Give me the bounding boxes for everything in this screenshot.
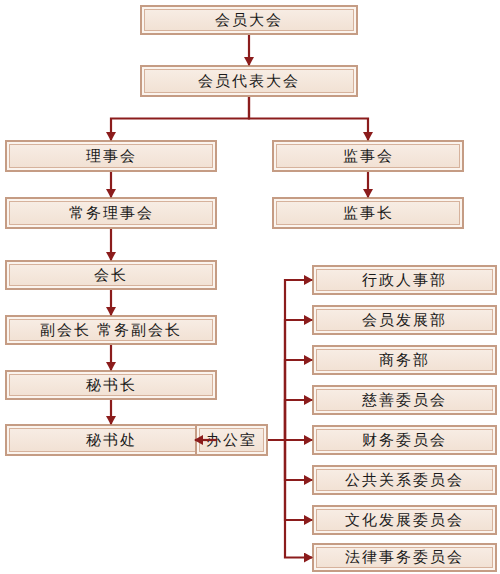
- org-box: 会长: [5, 260, 217, 290]
- box-label: 法律事务委员会: [345, 549, 464, 566]
- box-label: 秘书长: [86, 377, 137, 394]
- org-box: 法律事务委员会: [312, 543, 497, 572]
- box-label: 副会长 常务副会长: [40, 322, 182, 339]
- org-box: 文化发展委员会: [312, 505, 497, 535]
- org-box: 常务理事会: [5, 197, 217, 229]
- box-label: 会长: [94, 267, 128, 284]
- arrow-connector: [110, 345, 112, 370]
- arrow-connector: [195, 439, 217, 441]
- arrow-connector: [248, 35, 250, 65]
- org-box: 会员代表大会: [140, 65, 358, 97]
- arrow-connector: [110, 400, 112, 424]
- org-box: 办公室: [195, 424, 268, 456]
- arrow-connector: [367, 172, 369, 197]
- org-box: 公共关系委员会: [312, 465, 497, 495]
- arrow-connector: [268, 400, 312, 440]
- box-label: 秘书处: [86, 432, 137, 449]
- org-box: 秘书处: [5, 424, 217, 456]
- org-box: 副会长 常务副会长: [5, 315, 217, 345]
- arrow-connector: [110, 290, 112, 315]
- org-box: 秘书长: [5, 370, 217, 400]
- org-box: 慈善委员会: [312, 385, 497, 415]
- org-box: 财务委员会: [312, 425, 497, 455]
- box-label: 理事会: [86, 148, 137, 165]
- arrow-connector: [268, 440, 312, 558]
- box-label: 会员发展部: [362, 312, 447, 329]
- arrow-connector: [110, 172, 112, 197]
- org-box: 理事会: [5, 140, 217, 172]
- box-label: 常务理事会: [69, 205, 154, 222]
- arrow-connector: [268, 320, 312, 440]
- box-label: 财务委员会: [362, 432, 447, 449]
- box-label: 监事长: [343, 205, 394, 222]
- org-box: 监事长: [272, 197, 464, 229]
- box-label: 办公室: [206, 432, 257, 449]
- arrow-connector: [268, 360, 312, 440]
- arrow-connector: [110, 229, 112, 260]
- box-label: 行政人事部: [362, 272, 447, 289]
- box-label: 慈善委员会: [362, 392, 447, 409]
- arrow-connector: [249, 97, 368, 140]
- box-label: 监事会: [343, 148, 394, 165]
- box-label: 文化发展委员会: [345, 512, 464, 529]
- box-label: 公共关系委员会: [345, 472, 464, 489]
- org-box: 会员发展部: [312, 305, 497, 335]
- arrow-connector: [268, 280, 312, 440]
- org-box: 行政人事部: [312, 265, 497, 295]
- box-label: 会员代表大会: [198, 73, 300, 90]
- arrow-connector: [268, 439, 312, 441]
- arrow-connector: [268, 440, 312, 480]
- arrow-connector: [268, 440, 312, 520]
- arrow-connector: [111, 97, 249, 140]
- org-box: 会员大会: [140, 5, 358, 35]
- box-label: 商务部: [379, 352, 430, 369]
- org-box: 监事会: [272, 140, 464, 172]
- org-box: 商务部: [312, 345, 497, 375]
- box-label: 会员大会: [215, 12, 283, 29]
